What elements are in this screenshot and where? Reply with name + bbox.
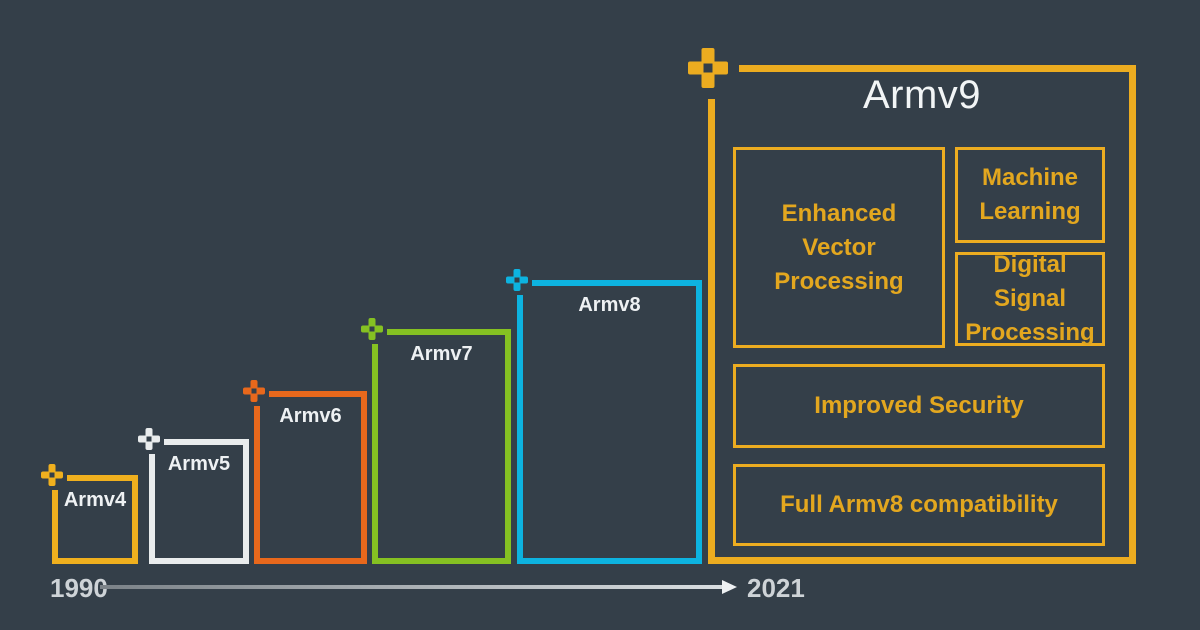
armv6-bar: Armv6 [239, 376, 367, 564]
feature-label: Improved Security [814, 392, 1024, 419]
feature-enhanced-vector-processing: Enhanced Vector Processing [733, 147, 945, 348]
feature-full-armv8-compatibility: Full Armv8 compatibility [733, 464, 1105, 546]
armv7-bar: Armv7 [357, 314, 511, 564]
armv9-panel-border [708, 65, 1136, 564]
armv8-label: Armv8 [578, 294, 641, 316]
armv4-bar: Armv4 [37, 460, 138, 564]
armv8-bar: Armv8 [502, 265, 702, 564]
armv5-label: Armv5 [167, 453, 231, 475]
timeline-end-label: 2021 [747, 573, 805, 603]
timeline-start-label: 1990 [50, 573, 108, 603]
plus-icon [41, 464, 63, 486]
plus-icon [243, 380, 265, 402]
feature-label: Machine Learning [979, 164, 1081, 225]
feature-label: Enhanced Vector Processing [774, 199, 904, 295]
armv4-label: Armv4 [63, 489, 127, 511]
feature-label: Full Armv8 compatibility [780, 491, 1058, 518]
feature-machine-learning: Machine Learning [955, 147, 1105, 243]
armv9-panel: Armv9 Enhanced Vector Processing Machine… [677, 37, 1136, 564]
timeline-line [100, 585, 722, 589]
plus-icon [506, 269, 528, 291]
armv6-label: Armv6 [279, 405, 342, 427]
armv9-title: Armv9 [862, 73, 982, 117]
feature-label: Digital Signal Processing [965, 251, 1095, 346]
feature-digital-signal-processing: Digital Signal Processing [955, 251, 1105, 346]
armv5-bar: Armv5 [134, 424, 249, 564]
plus-icon [688, 48, 728, 88]
armv7-label: Armv7 [410, 343, 473, 365]
feature-improved-security: Improved Security [733, 364, 1105, 448]
plus-icon [138, 428, 160, 450]
plus-icon [361, 318, 383, 340]
timeline-arrowhead-icon [722, 580, 737, 594]
